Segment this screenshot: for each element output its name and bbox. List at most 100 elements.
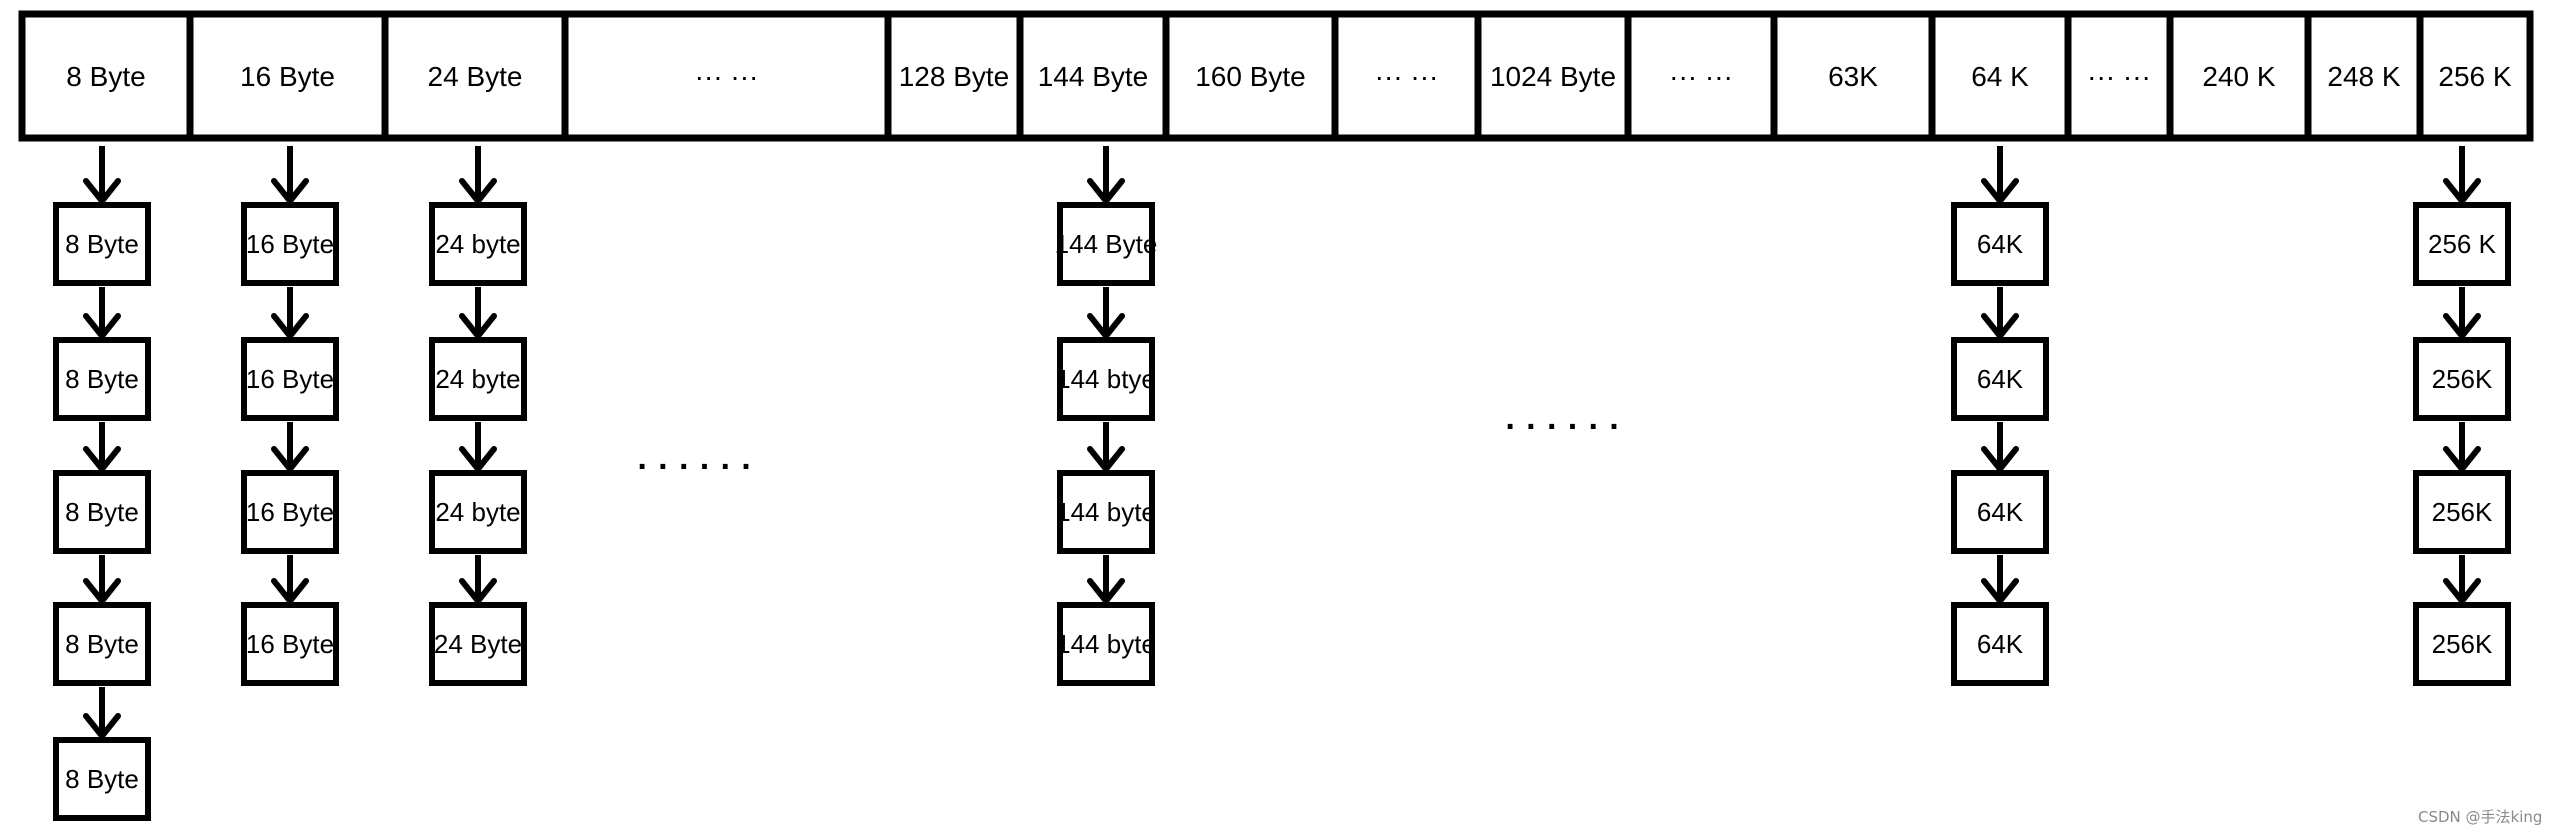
header-cell-248-k: 248 K (2327, 61, 2400, 92)
list-node-label: 8 Byte (65, 364, 139, 394)
header-cell-256-k: 256 K (2438, 61, 2511, 92)
arrow-head (271, 446, 309, 472)
arrow-head (459, 178, 497, 204)
arrow-head (459, 578, 497, 604)
list-node-label: 8 Byte (65, 497, 139, 527)
list-node-label: 144 Byte (1055, 229, 1158, 259)
list-node-label: 256K (2432, 364, 2493, 394)
list-node (1951, 602, 2049, 686)
list-1: 8 Byte 8 Byte 8 Byte 8 Byte 8 Byte (53, 146, 151, 821)
list-node-label: 256K (2432, 497, 2493, 527)
list-node-label: 8 Byte (65, 229, 139, 259)
arrow-head (1087, 313, 1125, 339)
list-node-label: 64K (1977, 229, 2024, 259)
list-node (1057, 470, 1155, 554)
gap-ellipsis: · · · · · · (637, 448, 752, 486)
list-6: 256 K 256K 256K 256K (2413, 146, 2511, 686)
arrow-head (1087, 178, 1125, 204)
arrow-head (459, 313, 497, 339)
list-node-label: 16 Byte (246, 364, 334, 394)
list-node-label: 24 byte (435, 364, 520, 394)
header-cell-8-byte: 8 Byte (66, 61, 145, 92)
list-node (1951, 470, 2049, 554)
list-node-label: 8 Byte (65, 629, 139, 659)
list-node-label: 24 byte (435, 497, 520, 527)
list-node (2413, 602, 2511, 686)
header-cell-16-byte: 16 Byte (240, 61, 335, 92)
list-node (241, 337, 339, 421)
list-node-label: 8 Byte (65, 764, 139, 794)
list-node (241, 470, 339, 554)
header-cell-160-byte: 160 Byte (1195, 61, 1306, 92)
arrow-head (83, 578, 121, 604)
arrow-head (1981, 178, 2019, 204)
list-node-label: 256 K (2428, 229, 2497, 259)
list-node (1057, 337, 1155, 421)
list-node (53, 202, 151, 286)
arrow-head (459, 446, 497, 472)
header-cell-24-byte: 24 Byte (428, 61, 523, 92)
header-cell-128-byte: 128 Byte (899, 61, 1010, 92)
list-node (53, 337, 151, 421)
list-node (429, 202, 527, 286)
list-node-label: 144 byte (1056, 629, 1156, 659)
header-cell-63k: 63K (1828, 61, 1878, 92)
header-cell-: ··· ··· (695, 61, 759, 92)
list-node (241, 602, 339, 686)
header-cell-: ··· ··· (2087, 61, 2151, 92)
list-node (1057, 602, 1155, 686)
arrow-head (83, 446, 121, 472)
arrow-head (2443, 578, 2481, 604)
arrow-head (83, 313, 121, 339)
header-frame (18, 10, 2534, 142)
arrow-head (271, 313, 309, 339)
arrow-head (2443, 446, 2481, 472)
list-node-label: 256K (2432, 629, 2493, 659)
arrow-head (1087, 446, 1125, 472)
list-node-label: 16 Byte (246, 497, 334, 527)
arrow-head (1981, 578, 2019, 604)
list-node-label: 64K (1977, 629, 2024, 659)
arrow-head (1981, 313, 2019, 339)
arrow-head (2443, 313, 2481, 339)
list-node-label: 24 byte (435, 229, 520, 259)
list-node (2413, 337, 2511, 421)
header-cell-: ··· ··· (1375, 61, 1439, 92)
header-cell-: ··· ··· (1669, 61, 1733, 92)
list-3: 24 byte 24 byte 24 byte 24 Byte (429, 146, 527, 686)
list-node (53, 602, 151, 686)
arrow-head (83, 713, 121, 739)
arrow-head (83, 178, 121, 204)
arrow-head (1087, 578, 1125, 604)
list-node (1951, 337, 2049, 421)
arrow-head (2443, 178, 2481, 204)
list-node (53, 737, 151, 821)
list-node-label: 64K (1977, 364, 2024, 394)
header-cell-1024-byte: 1024 Byte (1490, 61, 1616, 92)
list-node (1057, 202, 1155, 286)
gap-ellipsis: · · · · · · (1505, 408, 1620, 446)
list-4: 144 Byte 144 btye 144 byte 144 byte (1055, 146, 1158, 686)
arrow-head (271, 178, 309, 204)
header-cell-64-k: 64 K (1971, 61, 2029, 92)
list-node (2413, 470, 2511, 554)
list-node-label: 144 btye (1056, 364, 1156, 394)
list-node (2413, 202, 2511, 286)
list-node (429, 602, 527, 686)
list-2: 16 Byte 16 Byte 16 Byte 16 Byte (241, 146, 339, 686)
header-cell-144-byte: 144 Byte (1038, 61, 1149, 92)
list-node (429, 337, 527, 421)
list-node (1951, 202, 2049, 286)
header-cell-240-k: 240 K (2202, 61, 2275, 92)
list-node-label: 24 Byte (434, 629, 522, 659)
list-node-label: 144 byte (1056, 497, 1156, 527)
list-node (429, 470, 527, 554)
list-node-label: 16 Byte (246, 229, 334, 259)
header-row: 8 Byte 16 Byte 24 Byte ··· ··· 128 Byte 144 B… (18, 10, 2534, 142)
list-node (241, 202, 339, 286)
list-node-label: 16 Byte (246, 629, 334, 659)
list-node (53, 470, 151, 554)
arrow-head (271, 578, 309, 604)
